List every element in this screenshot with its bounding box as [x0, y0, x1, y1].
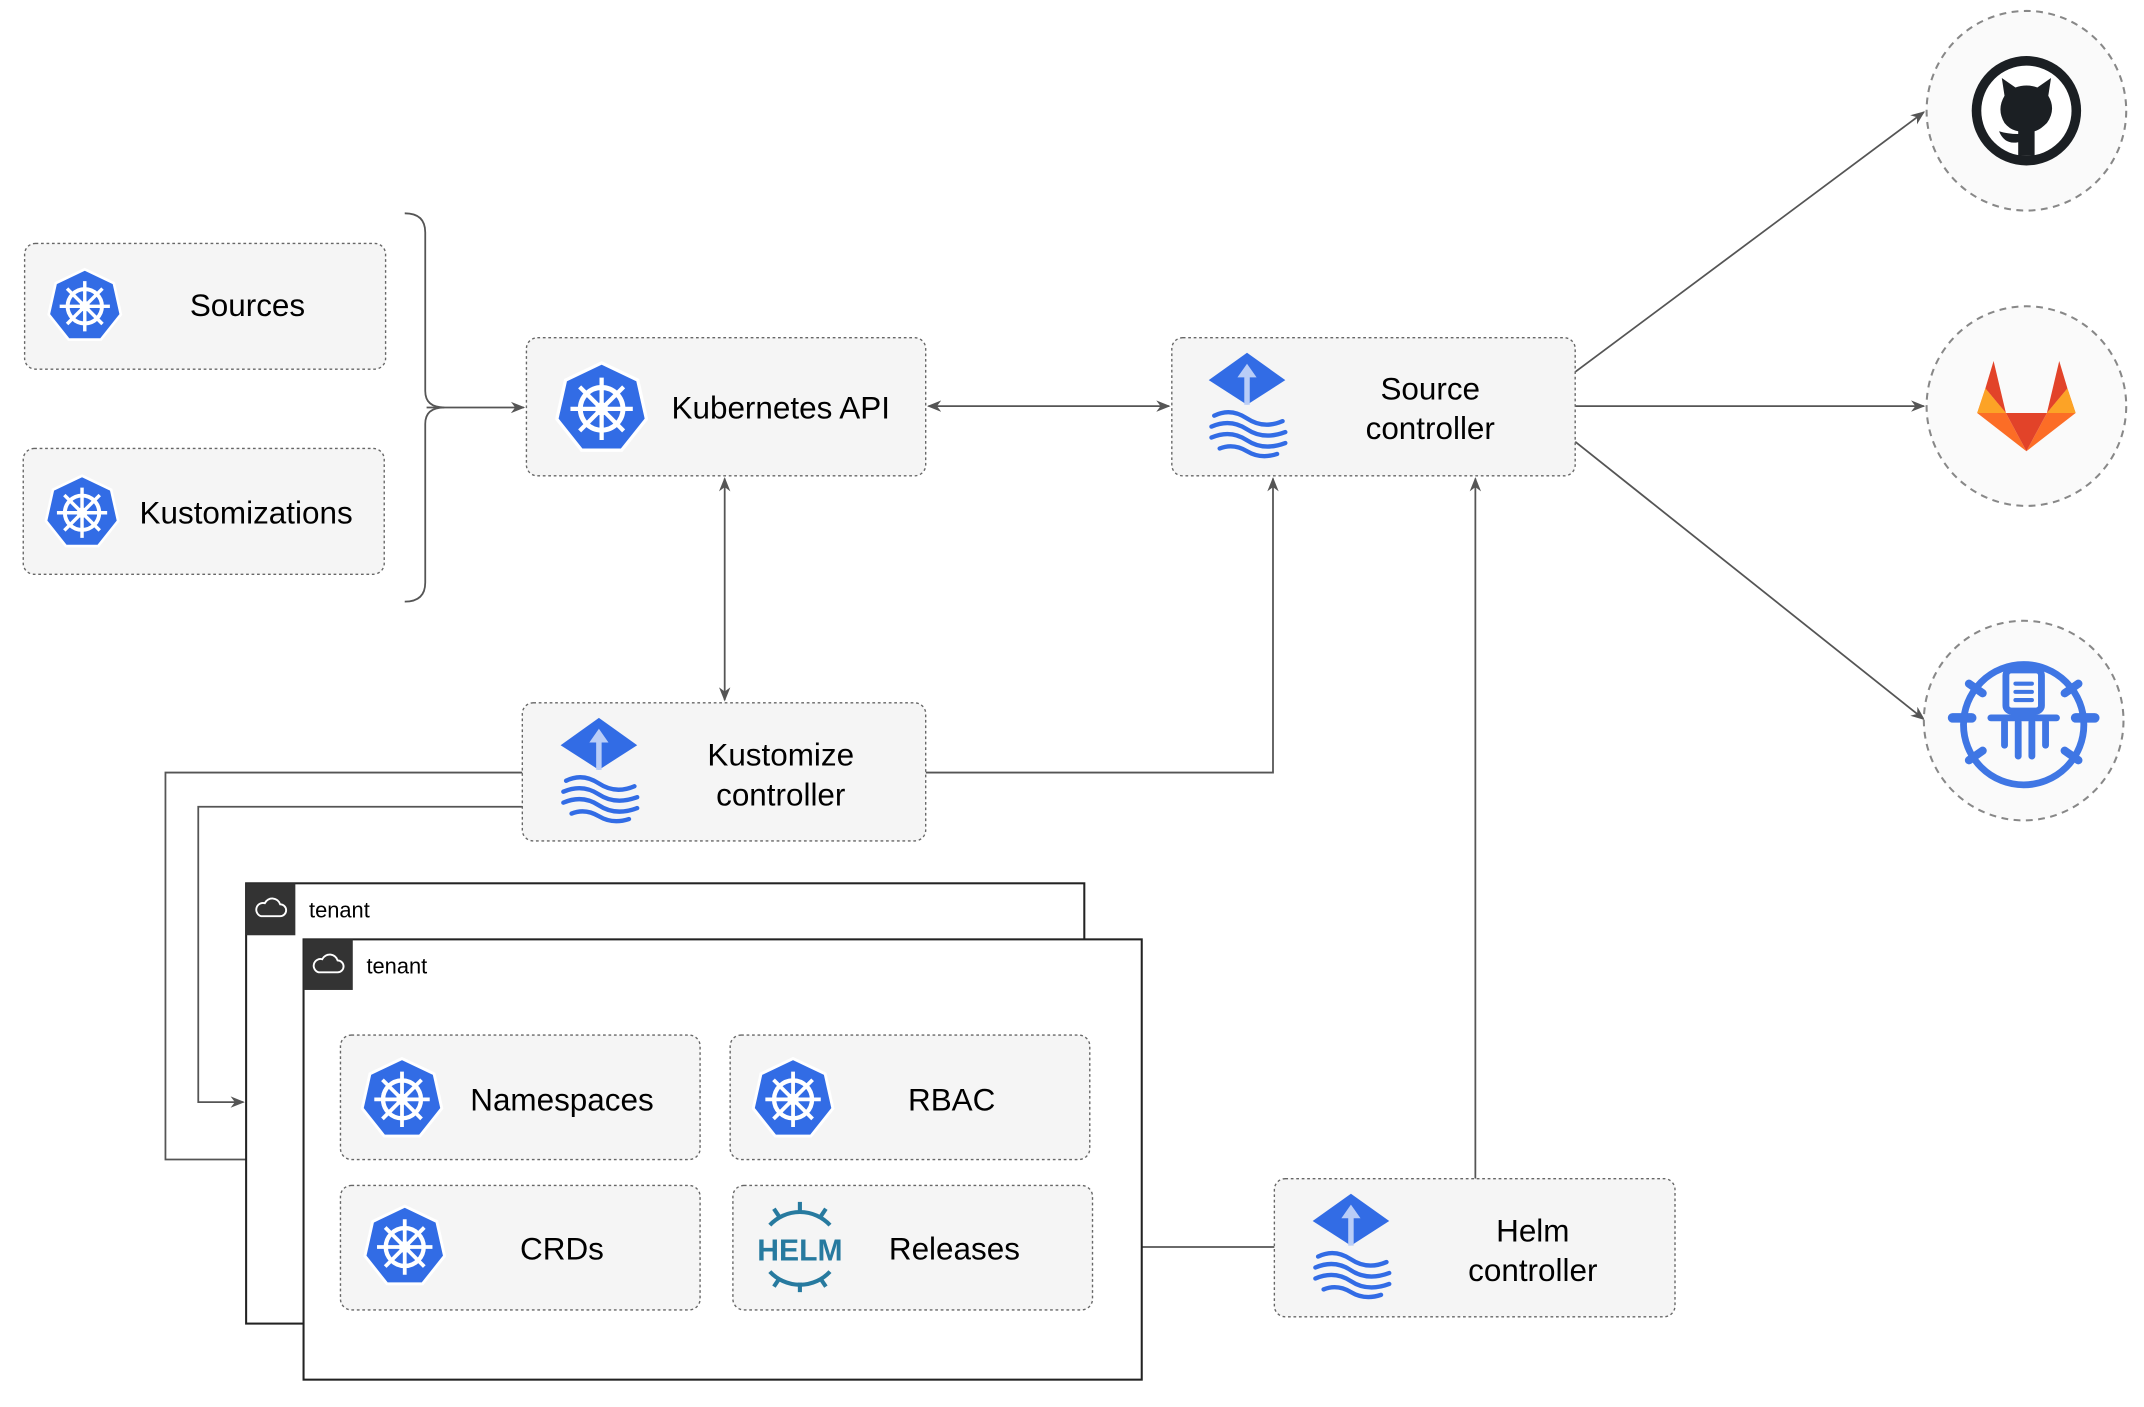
source-controller-label-line2: controller — [1366, 411, 1495, 446]
kustomize-controller-label-line1: Kustomize — [707, 738, 854, 773]
connector-kustomize-to-tenant-back — [197, 805, 523, 1108]
gitlab-source[interactable] — [1925, 305, 2128, 507]
connector-source-to-github — [1574, 111, 1925, 373]
helm-icon: HELM — [757, 1201, 843, 1293]
kustomize-controller-label-line2: controller — [716, 777, 845, 812]
kustomize-controller-node[interactable]: Kustomize controller — [521, 702, 927, 842]
github-icon — [1971, 56, 2082, 166]
rbac-node[interactable]: RBAC — [729, 1034, 1091, 1161]
releases-node[interactable]: HELM Releases — [732, 1184, 1094, 1311]
github-source[interactable] — [1925, 9, 2128, 212]
tenant-label: tenant — [366, 954, 427, 979]
releases-label: Releases — [889, 1231, 1020, 1266]
kubernetes-api-label: Kubernetes API — [672, 390, 890, 425]
rbac-label: RBAC — [908, 1082, 995, 1117]
kustomizations-label: Kustomizations — [140, 496, 353, 531]
source-controller-node[interactable]: Source controller — [1171, 337, 1576, 477]
tenant-label: tenant — [309, 897, 370, 922]
gitlab-icon — [1977, 360, 2076, 452]
bucket-source[interactable] — [1922, 619, 2125, 822]
kubernetes-api-node[interactable]: Kubernetes API — [525, 337, 927, 477]
sources-label: Sources — [190, 288, 305, 323]
connector-kustomize-to-tenant-front — [164, 771, 523, 1166]
bucket-icon — [1947, 661, 2100, 789]
namespaces-node[interactable]: Namespaces — [339, 1034, 701, 1161]
kustomizations-node[interactable]: Kustomizations — [22, 447, 385, 575]
helm-icon-text: HELM — [757, 1235, 842, 1268]
helm-controller-label-line2: controller — [1468, 1253, 1597, 1288]
source-controller-label-line1: Source — [1380, 371, 1480, 406]
sources-node[interactable]: Sources — [23, 242, 387, 370]
crds-label: CRDs — [520, 1231, 604, 1266]
namespaces-label: Namespaces — [470, 1082, 653, 1117]
helm-controller-label-line1: Helm — [1496, 1214, 1569, 1249]
connector-kustomize-to-source — [925, 477, 1279, 774]
crds-node[interactable]: CRDs — [339, 1184, 701, 1311]
helm-controller-node[interactable]: Helm controller — [1273, 1177, 1676, 1318]
connector-source-to-bucket — [1574, 440, 1925, 721]
